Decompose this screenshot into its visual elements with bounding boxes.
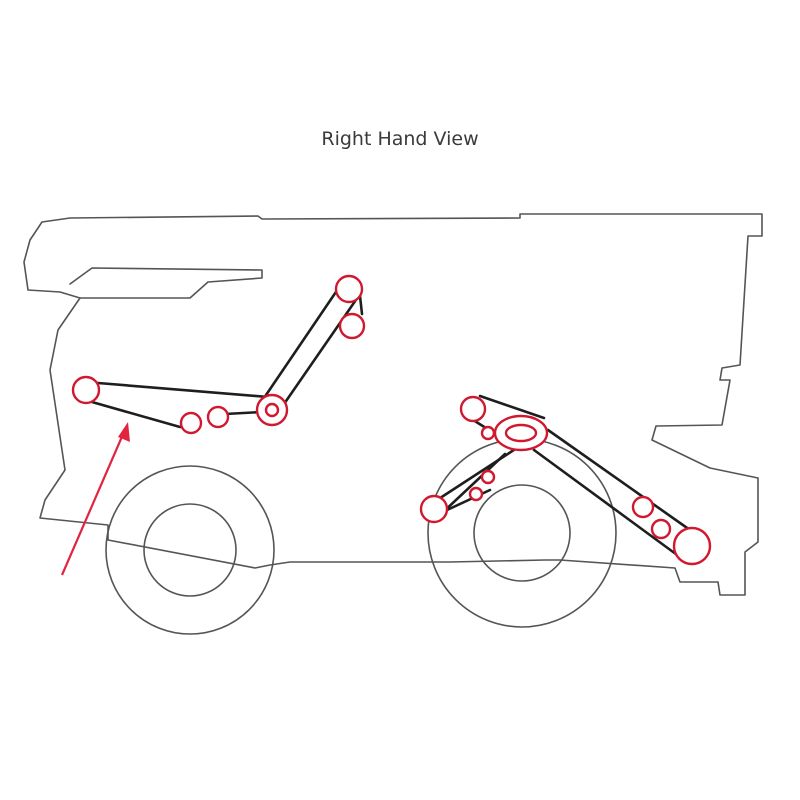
front-wheel-hub [143,503,237,597]
pulley-idler [206,405,230,429]
front-belt-system [71,274,366,435]
belt-segment [90,400,182,429]
pulley-upper [338,312,366,340]
view-title: Right Hand View [321,128,479,150]
rear-wheel [427,438,617,628]
pulley-rear-right-upper [631,495,655,519]
pulley-rear-right-large [672,526,712,566]
pulley-rear-right-mid [650,518,672,540]
pulley-idler [179,411,203,435]
pulley-upper [334,274,364,304]
belt-segment [532,448,686,562]
arrow-shaft [60,431,126,576]
pulley-idler [480,469,496,485]
pulley-idler [468,486,484,502]
body-outline [23,213,763,596]
belt-segment [282,292,362,406]
belt-segment [445,488,492,512]
front-wheel [105,465,275,635]
belt-segment [358,294,364,316]
indicator-arrow [60,422,130,576]
belt-segment [546,428,692,532]
pulley-front-left [71,375,101,405]
belt-segment [478,394,546,420]
pulley-rear-main-hub [504,423,538,443]
belt-segment [438,452,507,517]
belt-segment [262,284,342,400]
belt-segment [96,381,270,399]
belt-segment [432,444,522,504]
rear-wheel-tire [427,438,617,628]
pulley-main-drive-hub [264,402,280,418]
arrow-head [118,422,130,442]
cab-roof-line [69,267,263,299]
pulley-rear-upper [459,395,487,423]
front-wheel-tire [105,465,275,635]
rear-belt-system [419,394,712,566]
rear-wheel-hub [473,484,571,582]
machine-outline [23,213,763,596]
pulley-idler [480,425,496,441]
belt-segment [223,410,264,416]
pulley-rear-left [419,494,449,524]
